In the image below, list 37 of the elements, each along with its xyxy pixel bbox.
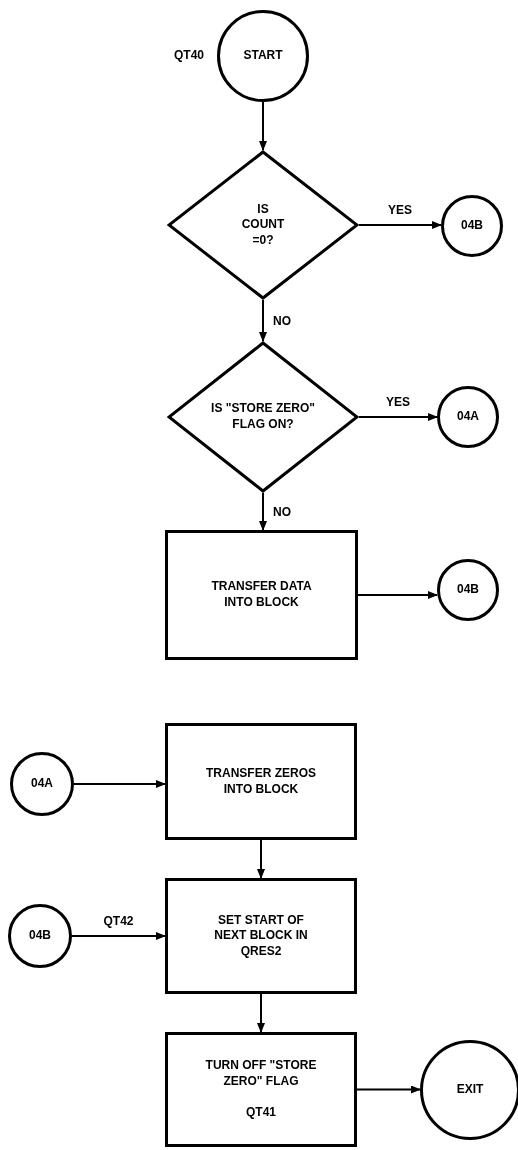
edge-label: NO <box>271 504 293 519</box>
arrow <box>358 221 442 229</box>
edge-label: NO <box>271 313 293 328</box>
process-text: QT41 <box>246 1105 276 1121</box>
process-box <box>165 1032 357 1147</box>
decision-text: IS "STORE ZERO" FLAG ON? <box>210 401 316 433</box>
arrow <box>71 932 166 940</box>
process-text: TRANSFER DATA INTO BLOCK <box>210 579 313 611</box>
arrow <box>357 591 438 599</box>
process-box <box>165 723 357 840</box>
arrow <box>356 1085 421 1094</box>
decision-diamond <box>167 341 359 493</box>
circle-label: START <box>243 48 283 64</box>
arrow <box>259 101 267 151</box>
process-text: TRANSFER ZEROS INTO BLOCK <box>206 765 316 798</box>
circle-label: EXIT <box>456 1082 484 1098</box>
arrow <box>358 413 438 421</box>
circle-label: 04B <box>461 218 483 234</box>
edge-label: QT42 <box>101 914 136 929</box>
arrow <box>257 993 265 1033</box>
decision-text: IS COUNT =0? <box>240 201 286 249</box>
process-box <box>165 878 357 994</box>
circle-label: 04B <box>457 582 479 598</box>
circle-label: 04B <box>29 928 51 944</box>
process-text: TURN OFF "STORE ZERO" FLAG <box>204 1058 318 1090</box>
arrow <box>259 492 267 531</box>
arrow <box>257 839 265 879</box>
step-id-label: QT40 <box>172 48 206 63</box>
process-box <box>165 530 358 660</box>
arrow <box>259 299 267 342</box>
circle-label: 04A <box>457 409 479 425</box>
connector-circle <box>8 904 72 968</box>
arrow <box>73 780 166 788</box>
decision-diamond <box>167 150 359 300</box>
connector-circle <box>10 752 74 816</box>
circle-label: 04A <box>31 776 53 792</box>
process-text: SET START OF NEXT BLOCK IN QRES2 <box>213 912 309 960</box>
